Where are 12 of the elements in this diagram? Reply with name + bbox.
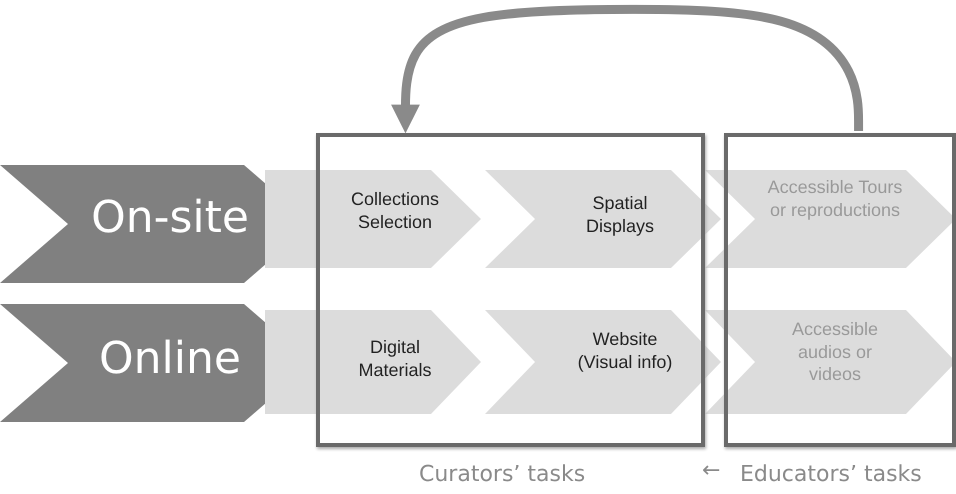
group-label: Curators’ tasks	[419, 462, 586, 487]
group-label: Educators’ tasks	[740, 462, 922, 487]
chevron-label: Accessible Tours or reproductions	[767, 176, 903, 221]
direction-arrow-glyph: ←	[702, 458, 720, 483]
chevron-label: Online	[98, 332, 242, 386]
curved-arrow	[391, 4, 864, 134]
chevron-label: Collections Selection	[350, 188, 440, 233]
chevron-label: On-site	[90, 191, 250, 245]
chevron-label: Website (Visual info)	[576, 328, 674, 373]
chevron-label: Spatial Displays	[584, 192, 656, 237]
chevron-label: Digital Materials	[357, 336, 433, 381]
chevron-label: Accessible audios or videos	[790, 318, 880, 386]
